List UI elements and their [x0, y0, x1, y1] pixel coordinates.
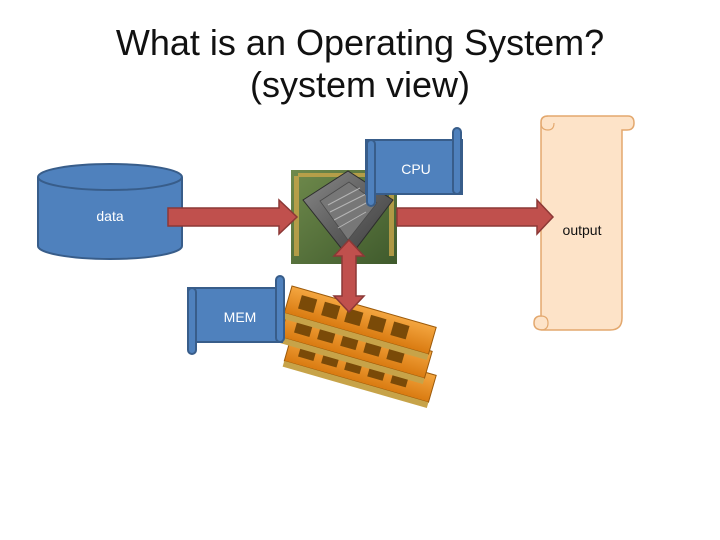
cpu-label: CPU	[401, 161, 431, 177]
mem-banner-scroll	[187, 275, 285, 355]
output-label: output	[563, 222, 602, 238]
data-storage-cylinder	[37, 163, 183, 260]
mem-label: MEM	[224, 309, 257, 325]
title-line-2: (system view)	[249, 64, 470, 105]
memory-modules-image	[278, 285, 437, 409]
data-to-cpu-arrow	[167, 198, 299, 236]
title-line-1: What is an Operating System?	[115, 22, 605, 63]
cpu-mem-bidirectional-arrow	[332, 238, 366, 314]
slide-title: What is an Operating System? (system vie…	[0, 22, 720, 106]
data-label: data	[96, 208, 123, 224]
cpu-banner-scroll	[365, 127, 463, 207]
cpu-to-output-arrow	[396, 198, 555, 236]
output-scroll	[533, 115, 635, 331]
